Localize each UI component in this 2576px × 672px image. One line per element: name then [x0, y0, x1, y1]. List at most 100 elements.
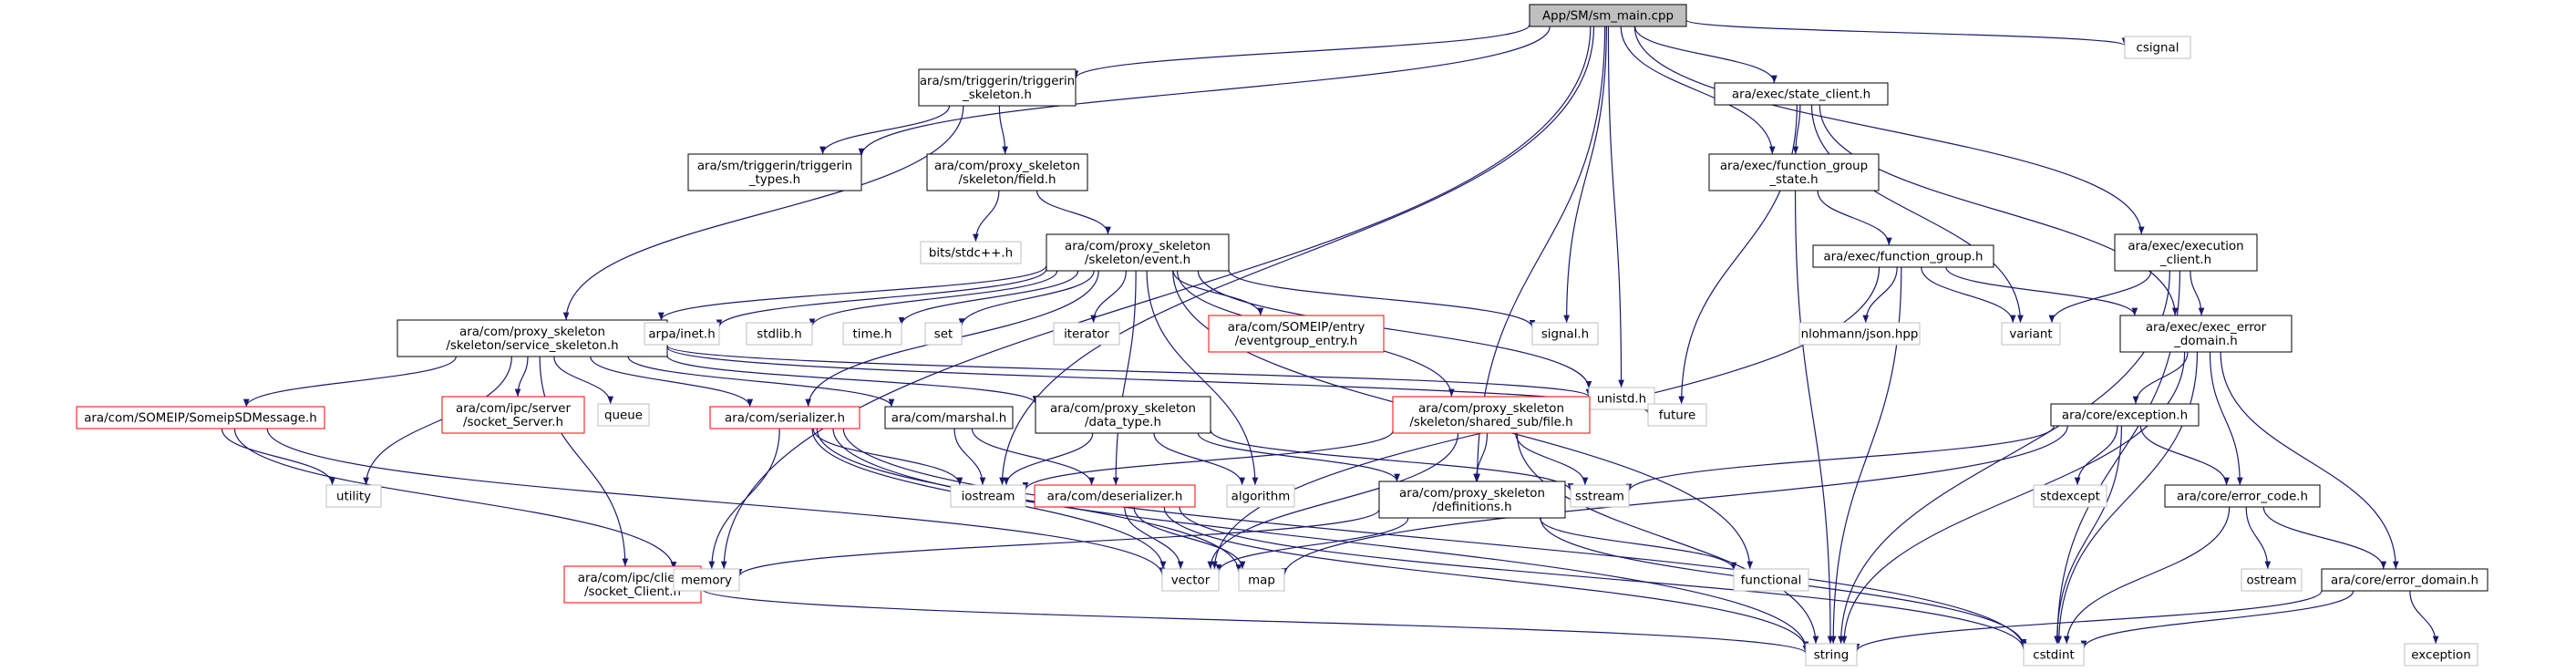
edge-data_type-to-definitions	[1197, 432, 1400, 482]
edge-service_skel-to-socket_client	[539, 356, 629, 567]
node-cstdint: cstdint	[2023, 643, 2085, 667]
edge-serializer-to-string	[832, 428, 1809, 649]
node-eventgroup_entry[interactable]: ara/com/SOMEIP/entry/eventgroup_entry.h	[1208, 315, 1385, 353]
node-box-memory	[673, 568, 740, 592]
node-state_client[interactable]: ara/exec/state_client.h	[1714, 82, 1889, 106]
node-label-sstream: sstream	[1575, 491, 1624, 504]
node-label-someip_sd: ara/com/SOMEIP/SomeipSDMessage.h	[84, 412, 317, 426]
node-label-socket_server: ara/com/ipc/server	[456, 402, 572, 416]
node-box-triggerin_skel	[918, 68, 1077, 107]
edge-shared_sub-to-sstream	[1515, 432, 1589, 486]
node-label-exception: exception	[2411, 649, 2470, 663]
node-error_code[interactable]: ara/core/error_code.h	[2164, 484, 2321, 508]
edge-state_client-to-future	[1678, 104, 1798, 405]
node-definitions[interactable]: ara/com/proxy_skeleton/definitions.h	[1378, 481, 1566, 519]
node-box-deserializer	[1034, 484, 1196, 508]
node-set: set	[924, 322, 963, 346]
node-fg_state[interactable]: ara/exec/function_group_state.h	[1708, 153, 1880, 191]
edge-core_exception-to-sstream	[1625, 425, 2055, 492]
node-serializer[interactable]: ara/com/serializer.h	[709, 406, 860, 429]
node-label-eventgroup_entry: /eventgroup_entry.h	[1235, 335, 1357, 348]
node-ostream: ostream	[2241, 568, 2303, 592]
node-label-ostream: ostream	[2246, 574, 2296, 588]
edge-data_type-to-algorithm	[1153, 432, 1245, 486]
node-box-triggerin_types	[687, 153, 862, 191]
node-someip_sd[interactable]: ara/com/SOMEIP/SomeipSDMessage.h	[76, 406, 325, 429]
node-error_domain[interactable]: ara/core/error_domain.h	[2321, 568, 2488, 592]
node-label-fg_state: ara/exec/function_group	[1720, 160, 1868, 173]
node-skel_event[interactable]: ara/com/proxy_skeleton/skeleton/event.h	[1046, 233, 1230, 272]
node-box-fg_state	[1708, 153, 1880, 191]
node-label-unistd: unistd.h	[1597, 393, 1646, 407]
edge-shared_sub-to-vector	[1207, 432, 1459, 570]
edge-error_domain-to-string	[1853, 590, 2323, 652]
edge-service_skel-to-serializer	[590, 356, 754, 408]
node-skel_field[interactable]: ara/com/proxy_skeleton/skeleton/field.h	[926, 153, 1088, 191]
edge-core_exception-to-cstdint	[2054, 425, 2123, 645]
node-algorithm: algorithm	[1226, 484, 1295, 508]
node-core_exception[interactable]: ara/core/exception.h	[2050, 403, 2200, 427]
node-label-vector: vector	[1171, 574, 1211, 588]
edge-exec_client-to-variant	[2048, 270, 2152, 324]
node-fg[interactable]: ara/exec/function_group.h	[1812, 244, 1994, 268]
node-label-data_type: ara/com/proxy_skeleton	[1050, 402, 1196, 416]
node-exec_client[interactable]: ara/exec/execution_client.h	[2114, 233, 2258, 272]
node-shared_sub[interactable]: ara/com/proxy_skeleton/skeleton/shared_s…	[1392, 396, 1591, 434]
node-utility: utility	[325, 484, 382, 508]
node-label-memory: memory	[681, 574, 732, 588]
edge-skel_event-to-service_skel	[658, 264, 1047, 321]
node-label-exec_error_domain: ara/exec/exec_error	[2146, 321, 2267, 335]
node-label-definitions: /definitions.h	[1432, 501, 1511, 514]
edge-skel_event-to-signal_h	[1228, 269, 1536, 328]
edge-sm_main-to-unistd	[1607, 26, 1624, 388]
node-label-core_exception: ara/core/exception.h	[2062, 409, 2188, 423]
edge-exec_error_domain-to-core_exception	[2132, 351, 2189, 405]
node-time_h: time.h	[842, 322, 902, 346]
edge-skel_event-to-time_h	[898, 270, 1079, 326]
node-box-exec_error_domain	[2119, 315, 2293, 353]
node-signal_h: signal.h	[1531, 322, 1599, 346]
node-box-sstream	[1570, 484, 1630, 508]
node-label-skel_field: /skeleton/field.h	[958, 173, 1056, 187]
edge-data_type-to-sstream	[1210, 429, 1574, 491]
node-triggerin_types[interactable]: ara/sm/triggerin/triggerin_types.h	[687, 153, 862, 191]
edge-fg-to-exec_error_domain	[1945, 266, 2138, 316]
node-triggerin_skel[interactable]: ara/sm/triggerin/triggerin_skeleton.h	[918, 68, 1077, 107]
edge-error_domain-to-cstdint	[2080, 590, 2354, 649]
node-box-data_type	[1035, 396, 1211, 434]
edge-serializer-to-memory	[708, 428, 780, 570]
edge-definitions-to-vector	[1215, 517, 1409, 573]
node-label-cstdint: cstdint	[2033, 649, 2075, 663]
edge-definitions-to-memory	[736, 509, 1380, 577]
node-label-socket_client: /socket_Client.h	[584, 585, 681, 599]
edge-skel_event-to-unistd	[1197, 270, 1592, 389]
edge-definitions-to-functional	[1539, 517, 1737, 571]
node-deserializer[interactable]: ara/com/deserializer.h	[1034, 484, 1196, 508]
node-label-triggerin_types: _types.h	[748, 173, 800, 187]
node-box-functional	[1733, 568, 1809, 592]
node-label-utility: utility	[336, 491, 371, 504]
edge-service_skel-to-unistd	[666, 345, 1592, 398]
edge-serializer-to-cstdint	[842, 428, 2027, 649]
node-box-cstdint	[2023, 643, 2085, 667]
node-exec_error_domain[interactable]: ara/exec/exec_error_domain.h	[2119, 315, 2293, 353]
node-label-skel_event: /skeleton/event.h	[1085, 253, 1190, 267]
node-box-fg	[1812, 244, 1994, 268]
edge-sm_main-to-exec_client	[1633, 26, 2145, 235]
node-marshal[interactable]: ara/com/marshal.h	[884, 406, 1014, 429]
node-label-csignal: csignal	[2137, 42, 2179, 56]
node-socket_server[interactable]: ara/com/ipc/server/socket_Server.h	[441, 396, 585, 434]
node-data_type[interactable]: ara/com/proxy_skeleton/data_type.h	[1035, 396, 1211, 434]
node-sm_main[interactable]: App/SM/sm_main.cpp	[1529, 4, 1687, 27]
node-box-definitions	[1378, 481, 1566, 519]
node-label-arpa_inet: arpa/inet.h	[648, 328, 715, 342]
edge-someip_sd-to-vector	[266, 428, 1166, 575]
node-string: string	[1805, 643, 1858, 667]
node-label-algorithm: algorithm	[1231, 491, 1291, 504]
node-service_skel[interactable]: ara/com/proxy_skeleton/skeleton/service_…	[397, 319, 668, 357]
edge-triggerin_skel-to-triggerin_types	[819, 105, 951, 155]
edge-triggerin_skel-to-service_skel	[562, 105, 964, 321]
node-box-state_client	[1714, 82, 1889, 106]
edge-shared_sub-to-string	[1516, 432, 1819, 645]
node-label-service_skel: /skeleton/service_skeleton.h	[446, 339, 618, 353]
